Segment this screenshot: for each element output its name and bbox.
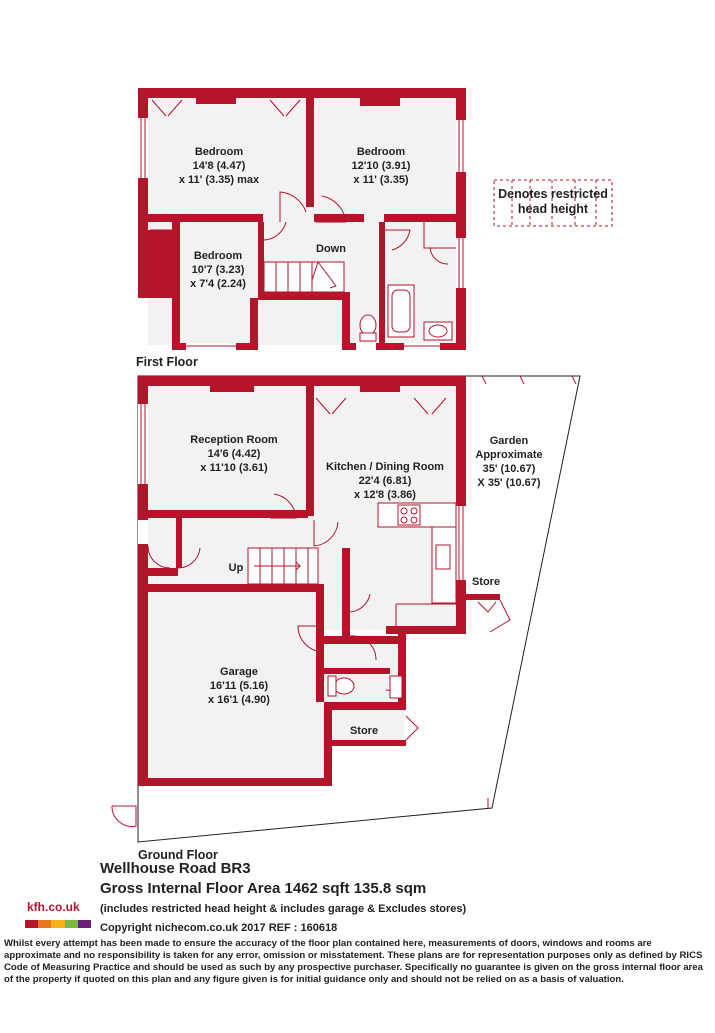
garden-line2: Approximate [475,449,542,461]
ff-bedroom2-name: Bedroom [357,146,406,158]
ff-bedroom2-size1: 12'10 (3.91) [352,160,411,172]
gf-garage-name: Garage [220,666,258,678]
logo-bar-segment [25,920,39,928]
area-includes-note: (includes restricted head height & inclu… [100,903,467,915]
property-address: Wellhouse Road BR3 [100,860,251,877]
garden-line3: 35' (10.67) [483,463,536,475]
logo-bar-segment [51,920,65,928]
gf-stairs-label: Up [229,562,244,574]
gf-kitchen-size2: x 12'8 (3.86) [354,489,416,501]
ground-floor-label: Ground Floor [138,848,218,860]
ff-bedroom3-size2: x 7'4 (2.24) [190,278,246,290]
gf-reception-size2: x 11'10 (3.61) [200,462,268,474]
ground-floor-plan [111,375,581,843]
logo-bar-segment [38,920,52,928]
ff-bedroom1-size1: 14'8 (4.47) [193,160,246,172]
ff-bedroom2-size2: x 11' (3.35) [353,174,409,186]
logo-bar-segment [64,920,78,928]
gf-reception-size1: 14'6 (4.42) [208,448,261,460]
floor-plan: Bedroom 14'8 (4.47) x 11' (3.35) max Bed… [111,88,613,860]
ff-bedroom1-name: Bedroom [195,146,244,158]
gf-garage-size1: 16'11 (5.16) [210,680,269,692]
kfh-logo: kfh.co.uk [25,896,92,932]
garden-line4: X 35' (10.67) [477,477,540,489]
kfh-logo-text: kfh.co.uk [27,900,80,914]
copyright-line: Copyright nichecom.co.uk 2017 REF : 1606… [100,922,338,934]
restricted-height-legend [493,179,613,227]
gf-garage-size2: x 16'1 (4.90) [208,694,270,706]
legend-line1: Denotes restricted [498,187,608,201]
disclaimer-text: Whilst every attempt has been made to en… [4,938,703,985]
gross-floor-area: Gross Internal Floor Area 1462 sqft 135.… [100,880,427,897]
gf-kitchen-name: Kitchen / Dining Room [326,461,444,473]
gf-store-garden-label: Store [472,576,500,588]
logo-bar-segment [77,920,92,928]
gf-reception-name: Reception Room [190,434,278,446]
ff-bedroom1-size2: x 11' (3.35) max [179,174,260,186]
ff-stairs-label: Down [316,243,346,255]
gf-kitchen-size1: 22'4 (6.81) [359,475,412,487]
first-floor-plan [138,88,466,350]
legend-line2: head height [518,202,589,216]
kfh-logo-colour-bar [25,920,92,928]
ff-bedroom3-name: Bedroom [194,250,243,262]
garden-name: Garden [490,435,529,447]
first-floor-label: First Floor [136,355,198,369]
ff-bedroom3-size1: 10'7 (3.23) [192,264,245,276]
gf-store-inner-label: Store [350,725,378,737]
